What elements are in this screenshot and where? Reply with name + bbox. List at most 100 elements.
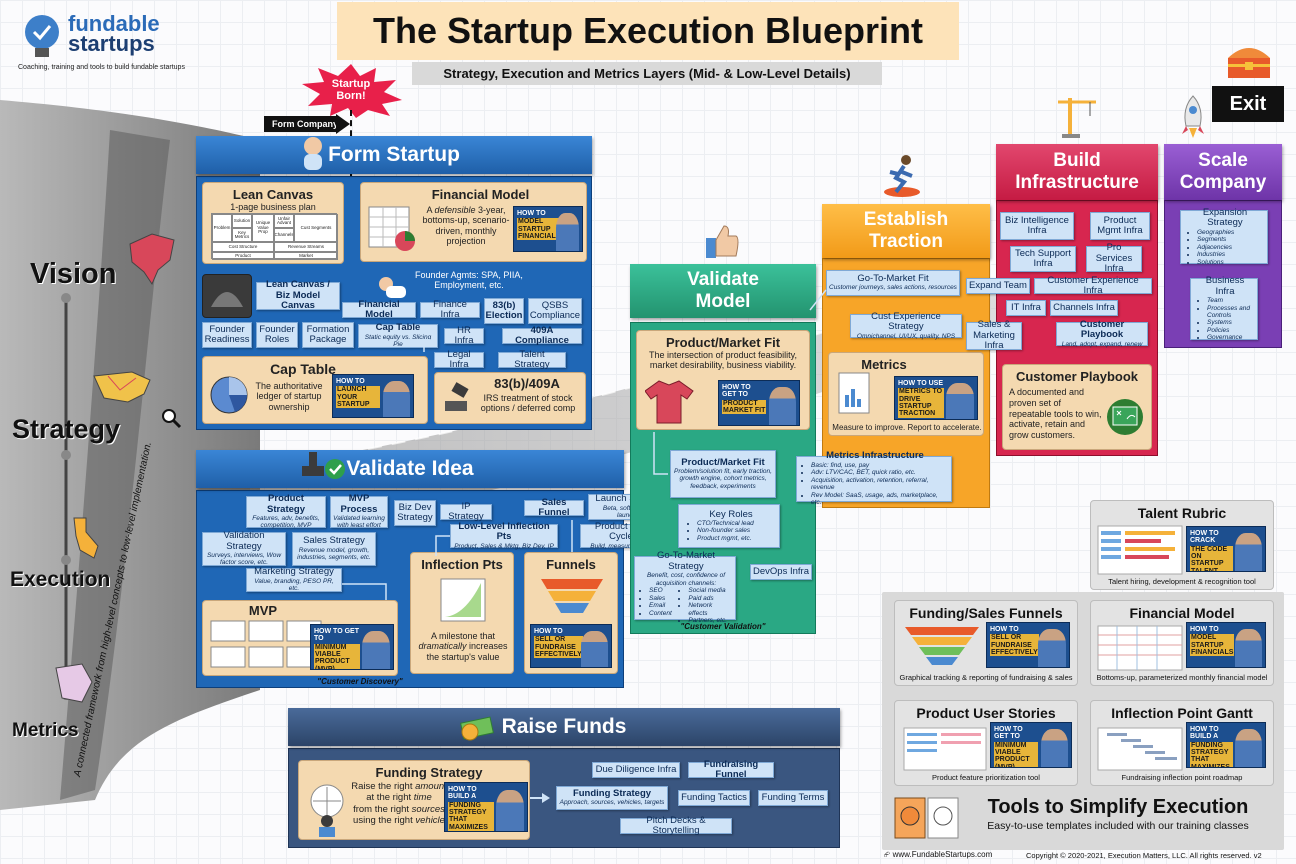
mvp-stages-icon (209, 619, 325, 671)
it-infra-node[interactable]: IT Infra (1006, 300, 1046, 316)
83b-election-node[interactable]: 83(b) Election (484, 298, 524, 324)
lean-canvas-cell-8: Revenue Streams (274, 242, 338, 252)
logo[interactable]: fundable startups (20, 12, 180, 62)
83b-409a-desc: IRS treatment of stock options / deferre… (475, 393, 581, 414)
metrics-infra-node[interactable]: Metrics Infrastructure Basic: find, use,… (796, 456, 952, 502)
gtm-channel-2: Email (649, 602, 678, 609)
expand-team-node[interactable]: Expand Team (966, 278, 1030, 294)
key-role-0: CTO/Technical lead (697, 520, 754, 527)
validate-idea-title: Validate Idea (346, 457, 473, 481)
lean-canvas-cell-3: Unique Value Prop (252, 214, 274, 242)
founder-readiness-node[interactable]: Founder Readiness (202, 322, 252, 348)
biz-intel-node[interactable]: Biz Intelligence Infra (1000, 212, 1074, 240)
business-infra-item-2: Systems (1207, 319, 1255, 326)
expansion-strategy-node[interactable]: Expansion StrategyGeographiesSegmentsAdj… (1180, 210, 1268, 264)
fundraising-funnel-node[interactable]: Fundraising Funnel (688, 762, 774, 778)
funding-tactics-node[interactable]: Funding Tactics (678, 790, 750, 806)
key-roles-node[interactable]: Key RolesCTO/Technical leadNon-founder s… (678, 504, 780, 548)
report-icon (837, 371, 873, 417)
rocket-icon (1178, 94, 1208, 140)
customer-playbook-card[interactable]: Customer Playbook A documented and prove… (1002, 364, 1152, 450)
gtm-channel-b-0: Social media (688, 587, 733, 594)
exit-button[interactable]: Exit (1212, 86, 1284, 122)
sales-marketing-infra-node[interactable]: Sales & Marketing Infra (966, 322, 1022, 350)
traction-header: Establish Traction (822, 204, 990, 258)
checkmark-icon (324, 458, 346, 480)
due-diligence-node[interactable]: Due Diligence Infra (592, 762, 680, 778)
legal-infra-node[interactable]: Legal Infra (434, 352, 484, 368)
inflection-pts-title: Inflection Pts (411, 557, 513, 572)
qsbs-compliance-node[interactable]: QSBS Compliance (528, 298, 582, 324)
founder-agmts-node[interactable]: Founder Agmts: SPA, PIIA, Employment, et… (410, 268, 528, 294)
formation-package-node[interactable]: Formation Package (302, 322, 354, 348)
sales-funnel-node[interactable]: Sales Funnel (524, 500, 584, 516)
founder-roles-node[interactable]: Founder Roles (256, 322, 298, 348)
financial-sheet-icon (1097, 625, 1183, 671)
lean-canvas-card[interactable]: Lean Canvas 1-page business plan Problem… (202, 182, 344, 264)
form-startup-title: Form Startup (328, 143, 460, 167)
cx-infra-node[interactable]: Customer Experience Infra (1034, 278, 1152, 294)
gtm-strategy-node[interactable]: Go-To-Market Strategy Benefit, cost, con… (634, 556, 736, 620)
lean-canvas-title: Lean Canvas (203, 187, 343, 202)
lean-canvas-cell-1: Solution (232, 214, 252, 228)
hr-infra-node[interactable]: HR Infra (444, 328, 484, 344)
money-icon (458, 710, 498, 744)
financial-model-title: Financial Model (361, 187, 586, 202)
lean-canvas-node[interactable]: Lean Canvas / Biz Model Canvas (256, 282, 340, 310)
funding-terms-node[interactable]: Funding Terms (758, 790, 828, 806)
inflection-pts-card[interactable]: Inflection Pts A milestone that dramatic… (410, 552, 514, 674)
arrow-icon (530, 792, 550, 804)
ip-strategy-node[interactable]: IP Strategy (440, 504, 492, 520)
pitch-decks-node[interactable]: Pitch Decks & Storytelling (620, 818, 732, 834)
form-company-arrow: Form Company (264, 116, 338, 132)
rubric-sheet-icon (1097, 525, 1183, 575)
expansion-item-2: Adjacencies (1197, 244, 1234, 251)
channels-infra-node[interactable]: Channels Infra (1050, 300, 1118, 316)
scale-title: Scale Company (1164, 150, 1282, 194)
pro-services-node[interactable]: Pro Services Infra (1086, 246, 1142, 272)
lean-canvas-cell-6: Cust Segments (294, 214, 338, 242)
lightbulb-icon (20, 12, 68, 62)
expansion-item-1: Segments (1197, 236, 1234, 243)
devops-infra-node[interactable]: DevOps Infra (750, 564, 812, 580)
83b-409a-card[interactable]: 83(b)/409A IRS treatment of stock option… (434, 372, 586, 424)
biz-dev-strategy-node[interactable]: Biz Dev Strategy (394, 500, 436, 526)
talent-strategy-node[interactable]: Talent Strategy (498, 352, 566, 368)
pmf-title: Product/Market Fit (637, 335, 809, 350)
tech-support-node[interactable]: Tech Support Infra (1010, 246, 1076, 272)
product-mgmt-node[interactable]: Product Mgmt Infra (1090, 212, 1150, 240)
409a-compliance-node[interactable]: 409A Compliance (502, 328, 582, 344)
metrics-desc: Measure to improve. Report to accelerate… (831, 423, 983, 432)
business-infra-node[interactable]: Business InfraTeamProcesses and Controls… (1190, 278, 1258, 340)
finance-infra-node[interactable]: Finance Infra (420, 302, 480, 318)
footer-url[interactable]: ⮳ www.FundableStartups.com (884, 850, 992, 860)
key-role-2: Product mgmt, etc. (697, 535, 754, 542)
financial-model-node[interactable]: Financial Model (342, 302, 416, 318)
page-subtitle: Strategy, Execution and Metrics Layers (… (412, 62, 882, 85)
california-map-icon (68, 516, 102, 560)
